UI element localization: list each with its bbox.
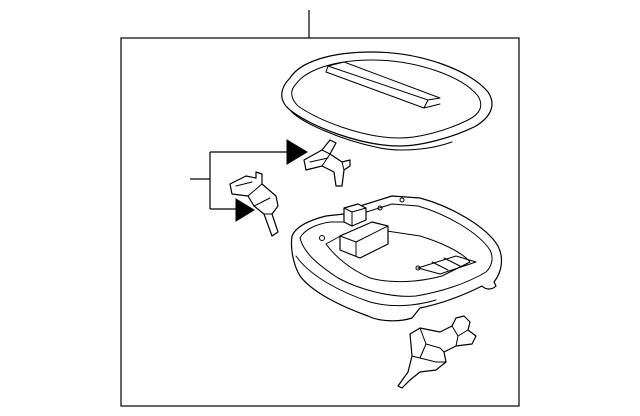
clip-lower — [229, 171, 279, 237]
arrow-head-lower — [235, 198, 255, 222]
arrow-head-upper — [286, 139, 308, 165]
clip-callout-bracket — [190, 139, 308, 222]
lamp-lens-cover — [281, 51, 493, 151]
lamp-housing — [290, 195, 503, 322]
mounting-bracket — [397, 315, 477, 389]
clip-upper — [303, 139, 351, 187]
